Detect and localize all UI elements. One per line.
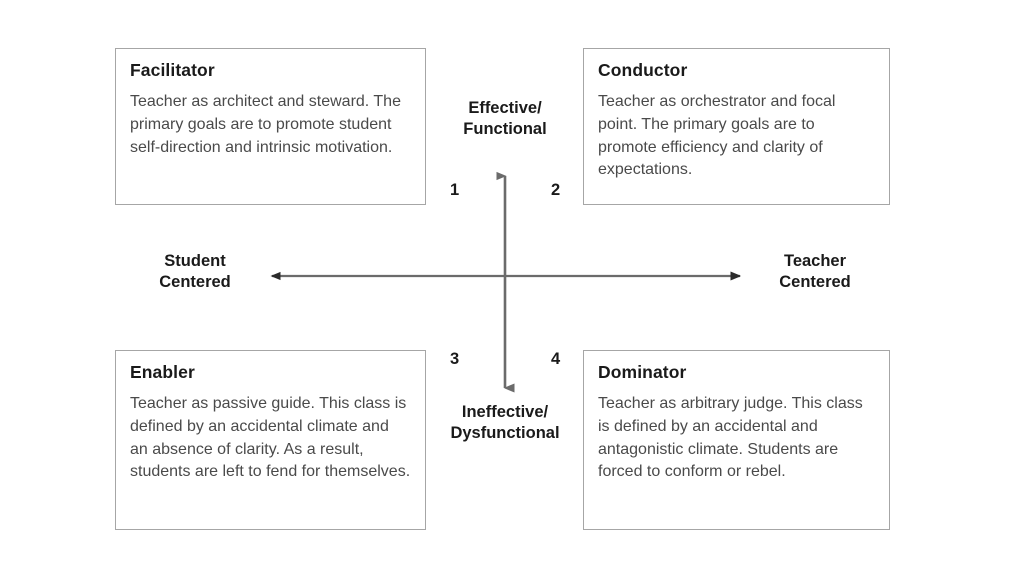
axis-label-teacher-centered: Teacher Centered (779, 252, 851, 291)
quadrant-body-conductor: Teacher as orchestrator and focal point.… (598, 93, 836, 179)
quadrant-box-facilitator: Facilitator Teacher as architect and ste… (115, 48, 426, 205)
quadrant-number-1: 1 (450, 181, 460, 199)
quadrant-title-facilitator: Facilitator (130, 60, 215, 80)
quadrant-box-conductor: Conductor Teacher as orchestrator and fo… (583, 48, 890, 205)
quadrant-number-2: 2 (551, 181, 561, 199)
axis-label-effective-functional: Effective/ Functional (463, 99, 547, 138)
quadrant-title-conductor: Conductor (598, 60, 688, 80)
quadrant-box-enabler: Enabler Teacher as passive guide. This c… (115, 350, 426, 530)
quadrant-box-dominator: Dominator Teacher as arbitrary judge. Th… (583, 350, 890, 530)
quadrant-body-enabler: Teacher as passive guide. This class is … (130, 395, 411, 481)
quadrant-body-facilitator: Teacher as architect and steward. The pr… (130, 93, 401, 156)
quadrant-title-enabler: Enabler (130, 362, 195, 382)
quadrant-title-dominator: Dominator (598, 362, 687, 382)
axis-label-student-centered: Student Centered (159, 252, 231, 291)
quadrant-number-4: 4 (551, 350, 561, 368)
quadrant-number-3: 3 (450, 350, 460, 368)
quadrant-body-dominator: Teacher as arbitrary judge. This class i… (598, 395, 863, 481)
axis-label-ineffective-dysfunctional: Ineffective/ Dysfunctional (450, 403, 560, 442)
